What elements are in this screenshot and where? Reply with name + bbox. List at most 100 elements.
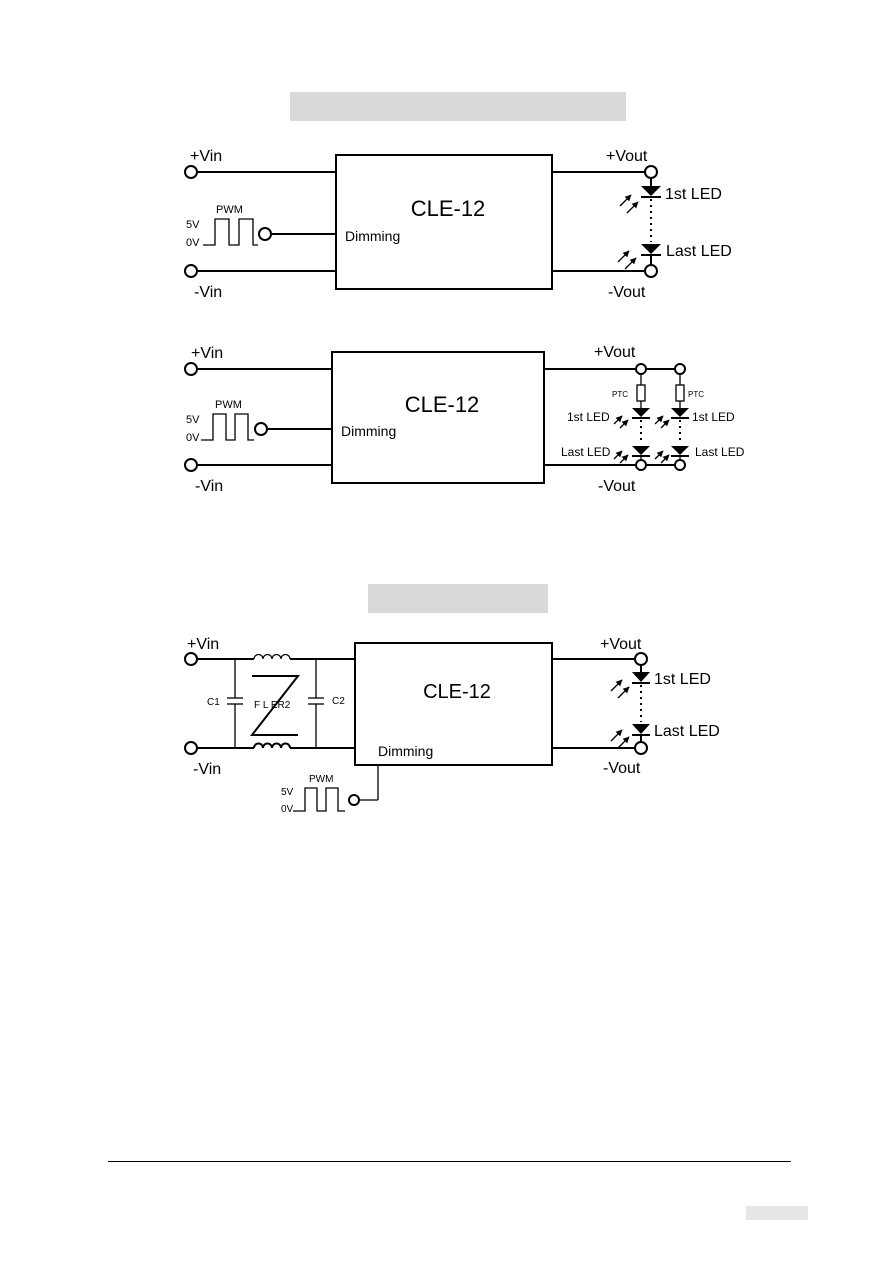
vout-neg-terminal <box>674 459 686 471</box>
vin-neg-label: -Vin <box>195 478 223 495</box>
light-arrow-icon <box>654 450 664 460</box>
light-arrow-icon <box>613 415 623 425</box>
vout-neg-label: -Vout <box>603 760 641 777</box>
vout-neg-terminal <box>644 264 658 278</box>
dimming-terminal <box>254 422 268 436</box>
dimming-label: Dimming <box>345 228 400 244</box>
dimming-label: Dimming <box>341 423 396 439</box>
vout-pos-label: +Vout <box>606 148 648 165</box>
vout-neg-terminal <box>635 459 647 471</box>
vout-pos-label: +Vout <box>600 636 642 653</box>
pwm-label: PWM <box>309 774 333 785</box>
module-label: CLE-12 <box>411 196 486 221</box>
section-heading-bar-2 <box>368 584 548 613</box>
vin-pos-terminal <box>184 165 198 179</box>
pwm-0v-label: 0V <box>186 237 200 249</box>
light-arrow-icon <box>610 729 623 742</box>
last-led-diode <box>641 244 661 254</box>
first-led-label: 1st LED <box>654 671 711 688</box>
vout-neg-label: -Vout <box>598 478 636 495</box>
first-led-diode <box>641 186 661 196</box>
last-led-diode <box>632 446 650 455</box>
first-led-diode <box>632 672 650 682</box>
pwm-5v-label: 5V <box>186 414 200 426</box>
vin-pos-label: +Vin <box>191 345 223 362</box>
inductor-icon <box>253 742 291 749</box>
pwm-waveform <box>293 787 345 812</box>
pwm-label: PWM <box>215 399 242 411</box>
dimming-terminal <box>348 794 360 806</box>
module-box <box>331 351 545 484</box>
filter-symbol <box>249 675 301 736</box>
vin-pos-label: +Vin <box>187 636 219 653</box>
light-arrow-icon <box>660 454 670 464</box>
light-arrow-icon <box>619 194 632 207</box>
light-arrow-icon <box>610 679 623 692</box>
capacitor-c2-label: C2 <box>332 696 345 707</box>
capacitor-c1-label: C1 <box>207 697 220 708</box>
light-arrow-icon <box>619 419 629 429</box>
ptc-label: PTC <box>612 390 628 399</box>
light-arrow-icon <box>617 686 630 699</box>
light-arrow-icon <box>626 201 639 214</box>
light-arrow-icon <box>624 257 637 270</box>
vin-neg-terminal <box>184 741 198 755</box>
pwm-5v-label: 5V <box>281 787 294 798</box>
first-led-label: 1st LED <box>567 410 610 424</box>
vin-pos-terminal <box>184 362 198 376</box>
light-arrow-icon <box>660 419 670 429</box>
vin-neg-label: -Vin <box>194 284 222 301</box>
module-box <box>354 642 553 766</box>
first-led-diode <box>671 408 689 417</box>
vout-neg-terminal <box>634 741 648 755</box>
filter-label: F L ER2 <box>254 700 291 711</box>
diagram-2: CLE-12 Dimming +Vin -Vin PWM 5V 0V +Vout… <box>184 344 745 495</box>
pwm-0v-label: 0V <box>281 804 294 815</box>
pwm-5v-label: 5V <box>186 219 200 231</box>
ptc-resistor <box>636 384 646 402</box>
last-led-label: Last LED <box>695 445 745 459</box>
last-led-diode <box>671 446 689 455</box>
footer-rule <box>108 1161 791 1162</box>
ptc-label: PTC <box>688 390 704 399</box>
last-led-label: Last LED <box>561 445 611 459</box>
first-led-label: 1st LED <box>665 186 722 203</box>
module-label: CLE-12 <box>423 681 491 703</box>
vin-neg-label: -Vin <box>193 761 221 778</box>
section-heading-bar-1 <box>290 92 626 121</box>
vout-pos-terminal <box>634 652 648 666</box>
light-arrow-icon <box>619 454 629 464</box>
vout-pos-terminal <box>674 363 686 375</box>
pwm-waveform <box>203 218 258 246</box>
light-arrow-icon <box>617 736 630 749</box>
vin-pos-terminal <box>184 652 198 666</box>
first-led-diode <box>632 408 650 417</box>
pwm-waveform <box>201 413 254 441</box>
light-arrow-icon <box>617 250 630 263</box>
ptc-resistor <box>675 384 685 402</box>
diagram-1: CLE-12 Dimming +Vin -Vin PWM 5V 0V +Vout… <box>184 148 732 301</box>
inductor-icon <box>253 653 291 660</box>
dimming-label: Dimming <box>378 743 433 759</box>
module-label: CLE-12 <box>405 392 480 417</box>
last-led-label: Last LED <box>666 243 732 260</box>
pwm-label: PWM <box>216 204 243 216</box>
vin-neg-terminal <box>184 458 198 472</box>
dimming-terminal <box>258 227 272 241</box>
light-arrow-icon <box>613 450 623 460</box>
vin-neg-terminal <box>184 264 198 278</box>
light-arrow-icon <box>654 415 664 425</box>
last-led-diode <box>632 724 650 734</box>
last-led-label: Last LED <box>654 723 720 740</box>
vout-neg-label: -Vout <box>608 284 646 301</box>
module-box <box>335 154 553 290</box>
vout-pos-terminal <box>635 363 647 375</box>
first-led-label: 1st LED <box>692 410 735 424</box>
vout-pos-label: +Vout <box>594 344 636 361</box>
diagram-3: CLE-12 Dimming +Vin -Vin C1 C2 F L ER2 P… <box>184 636 720 815</box>
page-number-box <box>746 1206 808 1220</box>
vin-pos-label: +Vin <box>190 148 222 165</box>
pwm-0v-label: 0V <box>186 432 200 444</box>
vout-pos-terminal <box>644 165 658 179</box>
